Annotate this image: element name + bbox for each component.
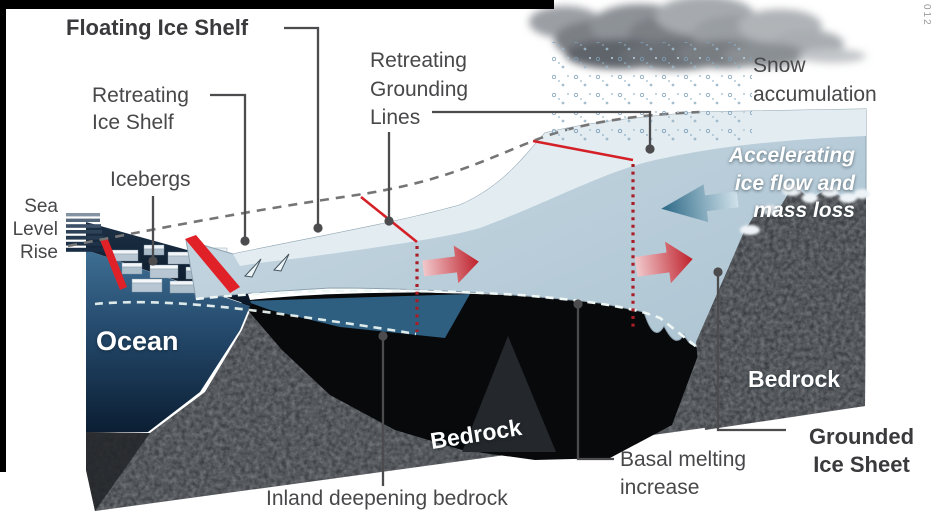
ice-top-surface [233,109,866,266]
label-line: Lines [370,106,421,130]
label-line: Sea [24,196,58,217]
ice-flow-arrow-2 [634,241,693,284]
label-retreating-ice-shelf: Retreating Ice Shelf [92,83,189,137]
leader-grounded-ice-sheet [716,272,786,432]
label-inland-deepening-bedrock: Inland deepening bedrock [266,487,508,510]
label-snow-accumulation: Snow accumulation [753,52,877,109]
label-sea-level-rise: Sea Level Rise [2,195,58,265]
mountain-snow-patches [740,184,870,235]
label-line: Retreating [370,49,467,72]
label-ocean: Ocean [96,326,179,356]
meltwater-wedge [245,294,470,338]
accelerating-flow-arrow [661,184,739,223]
label-basal-melting: Basal melting increase [620,446,746,501]
label-line: Grounded [808,424,915,449]
label-line: Ice Shelf [92,110,174,134]
label-line: Rise [19,242,58,264]
leader-dots [148,144,723,341]
top-border-bar [0,0,554,9]
ice-base-dashed [195,289,699,350]
label-floating-ice-shelf: Floating Ice Shelf [66,15,249,40]
leader-floating-ice-shelf [284,26,320,228]
leader-lines [151,26,786,486]
seabed-peak [462,336,556,452]
label-bedrock-right: Bedrock [748,366,841,392]
label-line: mass loss [753,199,855,223]
label-line: Retreating [92,84,189,107]
label-line: Snow [753,54,806,77]
ice-flow-arrow-1 [422,245,479,284]
ice-front-red-edge [185,235,240,293]
side-credit-text: 012 [921,4,932,27]
leader-basal-melting [576,304,614,461]
former-ice-base-dashed [94,300,417,336]
label-line: Basal melting [620,448,747,471]
label-accelerating-ice-flow: Accelerating ice flow and mass loss [650,142,855,225]
left-border-bar [0,0,6,472]
label-line: Ice Sheet [813,451,910,477]
label-line: Accelerating [728,144,855,167]
leader-grounding-far [432,110,652,148]
label-grounded-ice-sheet: Grounded Ice Sheet [788,423,935,478]
label-line: Grounding [370,77,469,101]
label-line: accumulation [753,82,877,106]
snowfall-dots [552,42,752,146]
label-icebergs: Icebergs [110,168,191,191]
leader-retreating-ice-shelf [210,93,247,240]
label-line: Level [12,219,58,241]
bedrock-left-corner [86,432,150,511]
label-line: increase [620,475,700,499]
ocean-red-edge [100,237,127,290]
crevasse-marks [243,253,290,278]
label-retreating-grounding-lines: Retreating Grounding Lines [370,47,468,133]
grounding-line-far [532,139,635,330]
label-line: ice flow and [734,171,855,195]
subglacial-cavity [240,292,700,460]
